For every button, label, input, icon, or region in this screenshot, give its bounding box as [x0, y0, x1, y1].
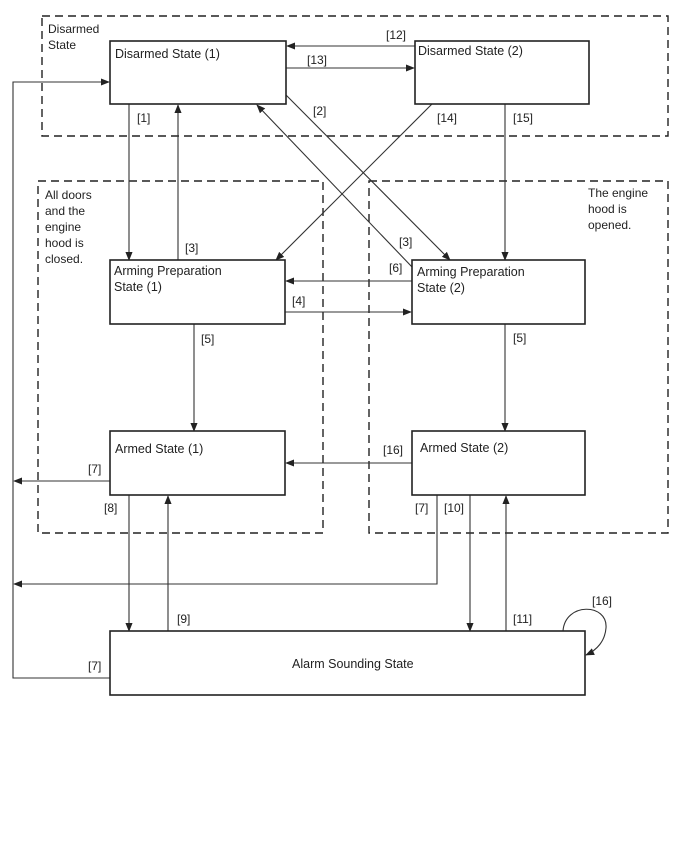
transition-14-arrow [275, 103, 433, 261]
doors-closed-region-label: All doors and the engine hood is closed. [45, 188, 95, 266]
disarmed-region-label: Disarmed State [48, 22, 103, 52]
transition-6-label: [6] [389, 261, 402, 275]
state-armed-2-label: Armed State (2) [420, 441, 508, 455]
state-disarmed-1-label: Disarmed State (1) [115, 47, 220, 61]
state-armed-2: Armed State (2) [411, 430, 586, 496]
transition-7-alarm-arrow [12, 78, 110, 679]
disarmed-state-region [41, 15, 669, 137]
transition-2-arrow [285, 94, 451, 261]
state-arming-prep-2-label: Arming Preparation State (2) [417, 265, 528, 295]
transition-7-armed2-label: [7] [415, 501, 428, 515]
transition-8-label: [8] [104, 501, 117, 515]
transition-10-label: [10] [444, 501, 464, 515]
transition-9-label: [9] [177, 612, 190, 626]
doors-closed-region [37, 180, 324, 534]
transition-7-armed2-arrow [13, 495, 438, 588]
transition-3-left-label: [3] [185, 241, 198, 255]
hood-opened-region-label: The engine hood is opened. [588, 186, 651, 232]
transition-15-label: [15] [513, 111, 533, 125]
transition-5-right-label: [5] [513, 331, 526, 345]
transition-16-armed-label: [16] [383, 443, 403, 457]
state-alarm-sounding: Alarm Sounding State [109, 630, 586, 696]
transition-16-self-loop-arrow [562, 608, 607, 656]
state-armed-1-label: Armed State (1) [115, 442, 203, 456]
transition-4-label: [4] [292, 294, 305, 308]
transition-13-label: [13] [307, 53, 327, 67]
transition-5-left-label: [5] [201, 332, 214, 346]
transition-7-armed1-label: [7] [88, 462, 101, 476]
state-disarmed-2-label: Disarmed State (2) [418, 44, 523, 58]
state-disarmed-2: Disarmed State (2) [414, 40, 590, 105]
transition-14-label: [14] [437, 111, 457, 125]
state-arming-prep-1-label: Arming Preparation State (1) [114, 264, 225, 294]
state-disarmed-1: Disarmed State (1) [109, 40, 287, 105]
transition-7-alarm-label: [7] [88, 659, 101, 673]
transition-3-diagonal-label: [3] [399, 235, 412, 249]
transition-1-label: [1] [137, 111, 150, 125]
transition-lines [12, 42, 607, 679]
state-arming-prep-2: Arming Preparation State (2) [411, 259, 586, 325]
state-armed-1: Armed State (1) [109, 430, 286, 496]
transition-2-label: [2] [313, 104, 326, 118]
state-alarm-sounding-label: Alarm Sounding State [292, 657, 414, 671]
transition-11-label: [11] [513, 612, 532, 626]
state-arming-prep-1: Arming Preparation State (1) [109, 259, 286, 325]
transition-12-label: [12] [386, 28, 406, 42]
hood-opened-region [368, 180, 669, 534]
transition-16-self-label: [16] [592, 594, 612, 608]
transition-3-diagonal-arrow [256, 104, 414, 269]
